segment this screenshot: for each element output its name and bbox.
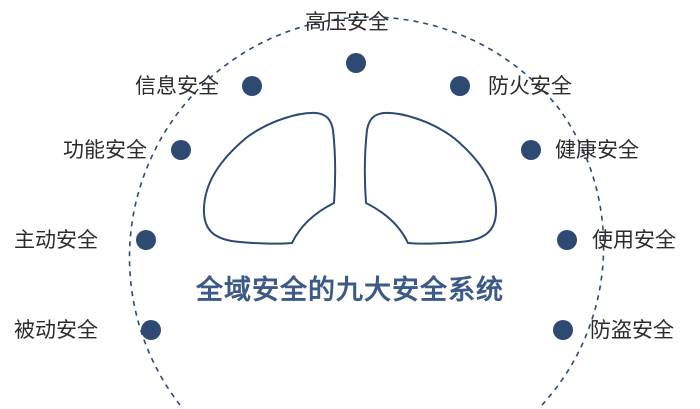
- node-label-functional: 功能安全: [63, 138, 147, 162]
- left-lung-shape: [202, 111, 337, 245]
- node-dot-functional: [171, 140, 191, 160]
- node-label-usage: 使用安全: [592, 228, 676, 252]
- node-dot-usage: [557, 230, 577, 250]
- node-label-fire-prevention: 防火安全: [488, 74, 572, 98]
- node-label-active: 主动安全: [14, 228, 98, 252]
- node-dot-passive: [141, 320, 161, 340]
- right-lung-shape: [363, 111, 498, 245]
- diagram-title: 全域安全的九大安全系统: [196, 275, 504, 306]
- node-dot-information: [242, 76, 262, 96]
- node-label-anti-theft: 防盗安全: [590, 318, 674, 342]
- node-label-information: 信息安全: [135, 74, 219, 98]
- node-label-passive: 被动安全: [14, 318, 98, 342]
- node-dot-active: [136, 230, 156, 250]
- node-dot-anti-theft: [553, 320, 573, 340]
- node-dot-high-voltage: [346, 53, 366, 73]
- node-dot-health: [521, 140, 541, 160]
- node-label-health: 健康安全: [555, 138, 639, 162]
- node-dot-fire-prevention: [450, 76, 470, 96]
- node-label-high-voltage: 高压安全: [305, 10, 389, 34]
- dashed-arc: [128, 16, 605, 406]
